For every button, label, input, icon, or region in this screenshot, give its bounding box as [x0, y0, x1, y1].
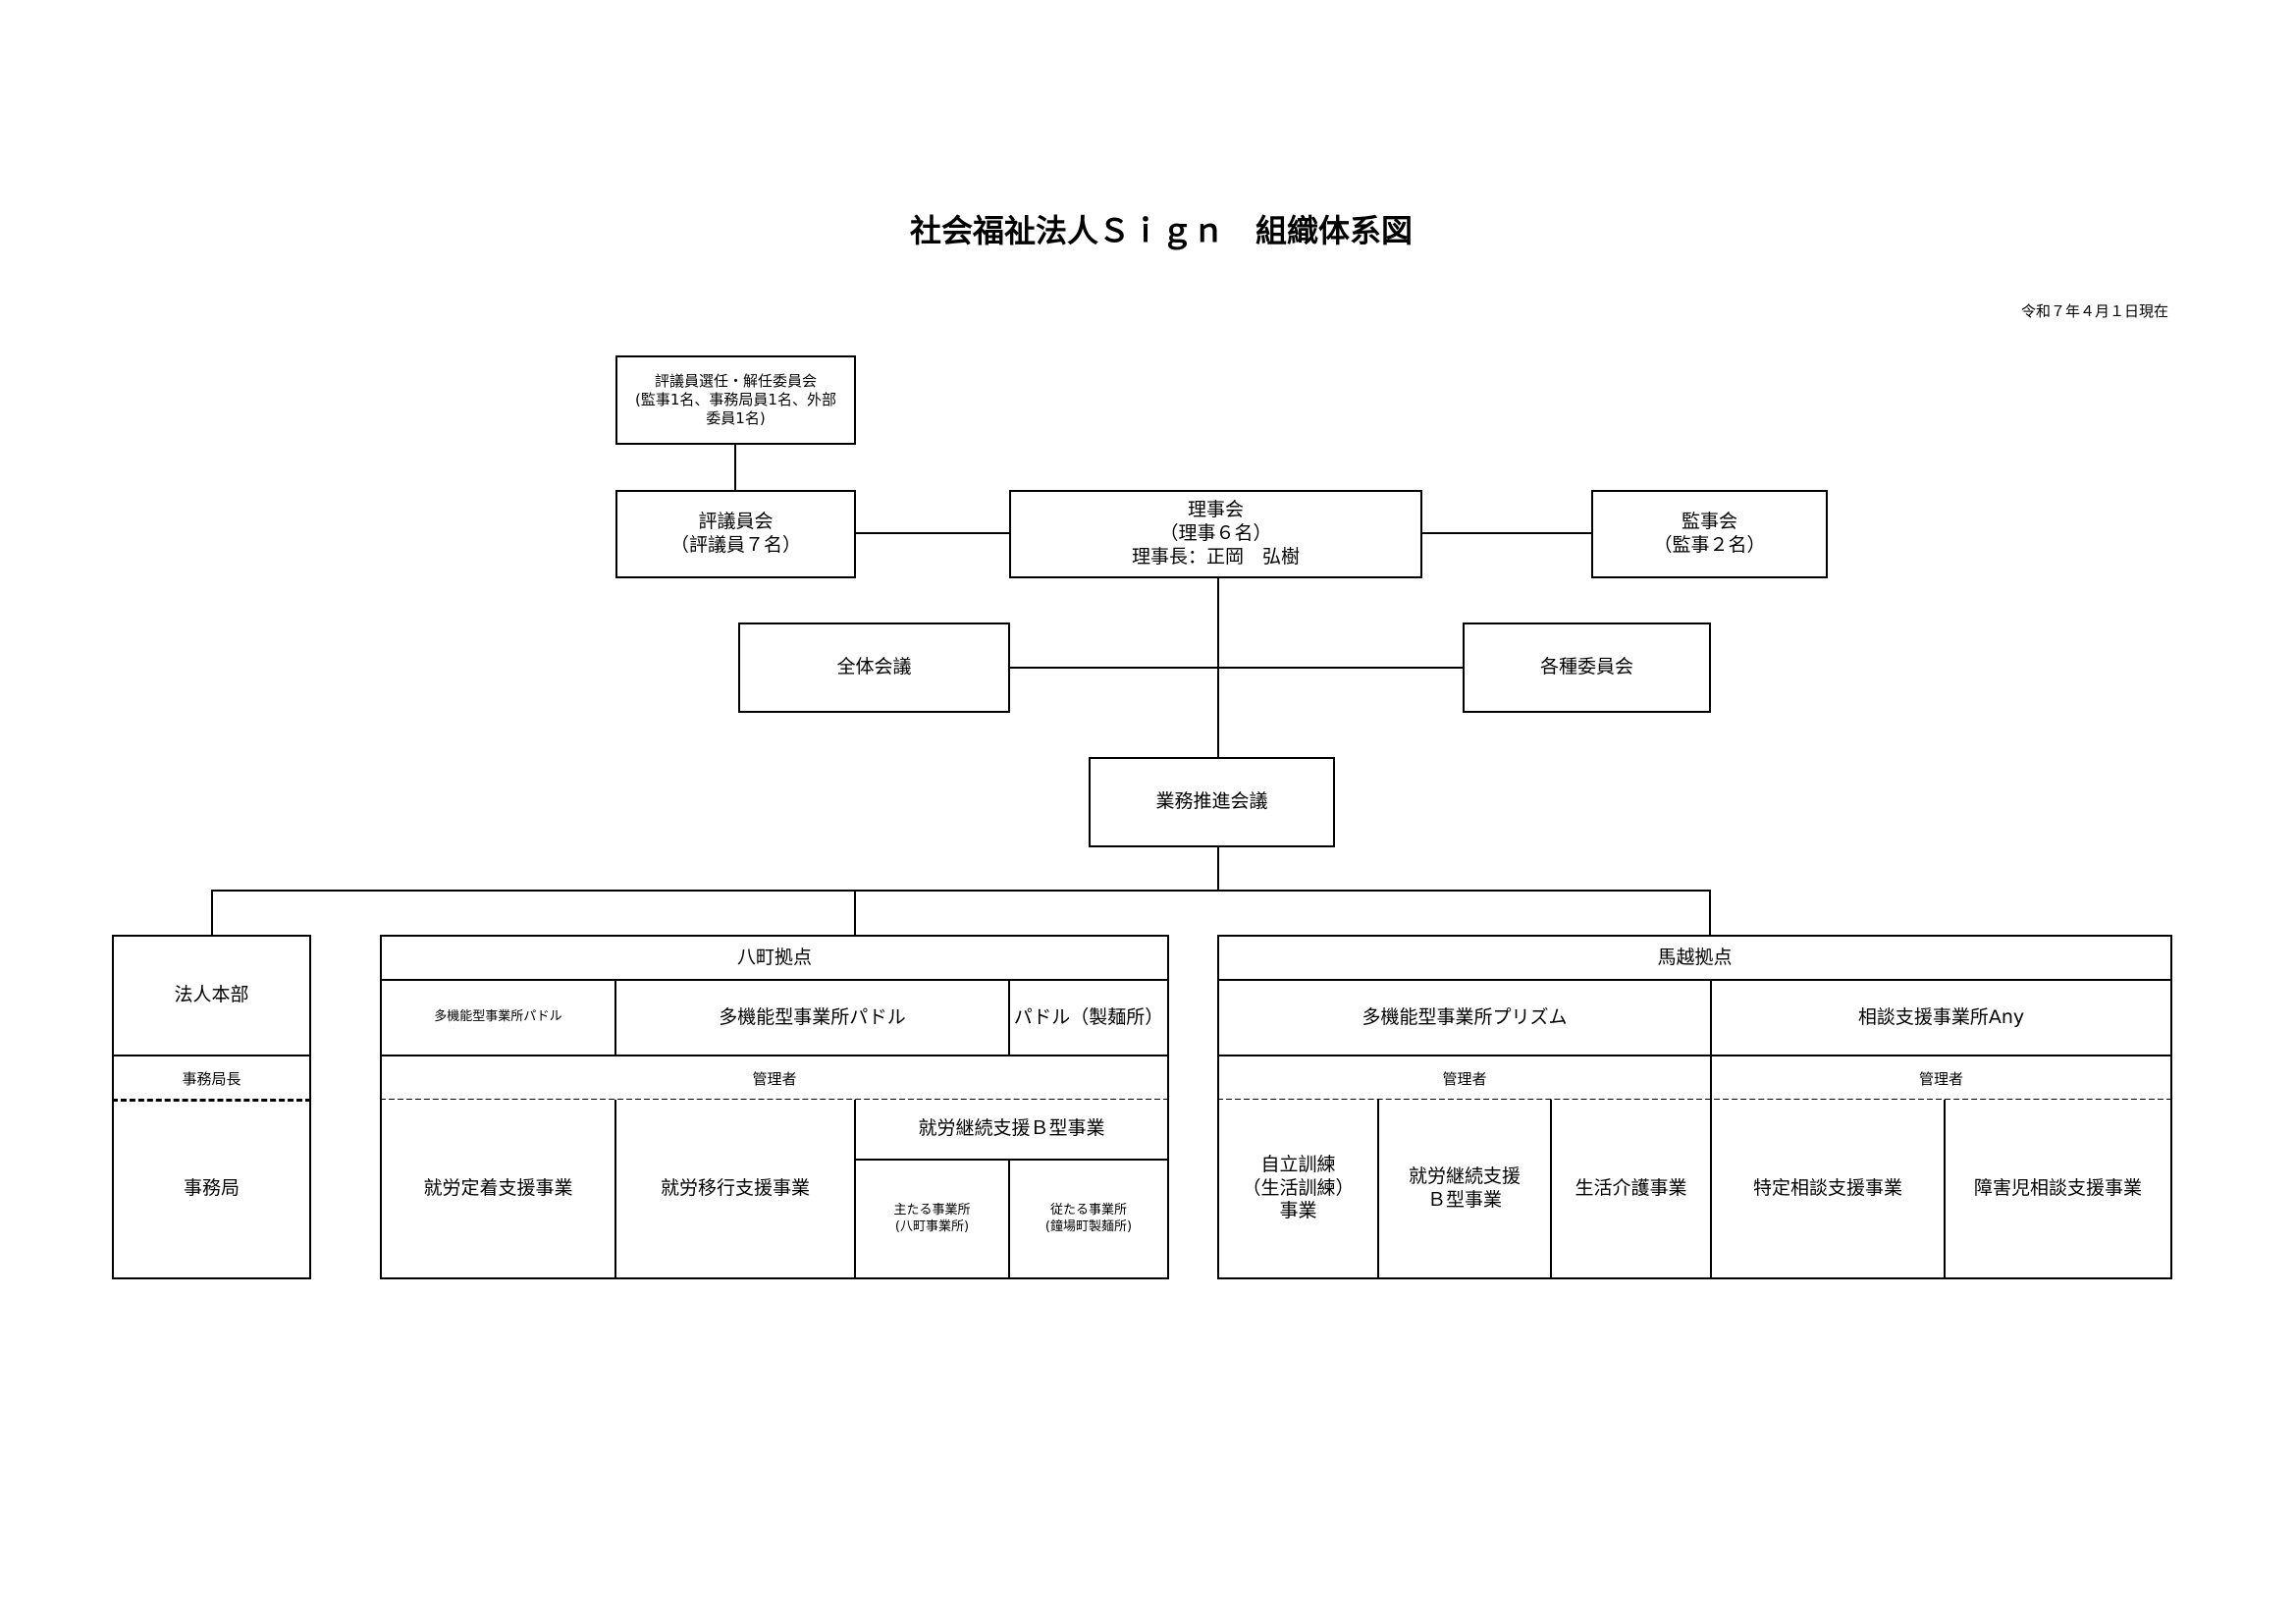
connector — [855, 532, 1010, 534]
hachimachi-manager: 管理者 — [380, 1055, 1169, 1102]
divider — [112, 1099, 311, 1102]
connector — [734, 444, 736, 491]
service-cell: 就労定着支援事業 — [380, 1100, 616, 1279]
office-label: 従たる事業所 (鐘場町製麺所) — [1044, 1203, 1133, 1234]
councillors-label: 評議員会 （評議員７名） — [669, 511, 801, 556]
manager-label: 管理者 — [752, 1069, 797, 1088]
service-cell: 自立訓練 （生活訓練） 事業 — [1217, 1100, 1379, 1279]
manager-label: 管理者 — [1918, 1069, 1963, 1088]
page-title: 社会福祉法人Ｓｉｇｎ 組織体系図 — [909, 212, 1413, 249]
committees-label: 各種委員会 — [1539, 656, 1633, 678]
facility-label: パドル（製麺所） — [1013, 1005, 1164, 1028]
hachimachi-noodle: パドル（製麺所） — [1008, 979, 1169, 1056]
service-label: 特定相談支援事業 — [1752, 1176, 1902, 1199]
hachimachi-header: 八町拠点 — [380, 935, 1169, 981]
magoshi-label: 馬越拠点 — [1657, 946, 1733, 968]
connector — [211, 890, 213, 936]
facility-label: 相談支援事業所Any — [1857, 1005, 2025, 1028]
hachimachi-facility-small: 多機能型事業所パドル — [380, 979, 616, 1056]
connector — [1009, 667, 1464, 669]
service-cell: 就労継続支援 Ｂ型事業 — [1377, 1100, 1552, 1279]
service-cell: 就労移行支援事業 — [614, 1100, 856, 1279]
service-label: 生活介護事業 — [1575, 1176, 1687, 1199]
board-box: 理事会 （理事６名） 理事長：正岡 弘樹 — [1009, 490, 1422, 578]
hq-label: 法人本部 — [174, 984, 249, 1006]
service-label: 障害児相談支援事業 — [1973, 1176, 2142, 1199]
sub-office-cell: 従たる事業所 (鐘場町製麺所) — [1008, 1159, 1169, 1279]
magoshi-manager1: 管理者 — [1217, 1055, 1712, 1102]
magoshi-facility2: 相談支援事業所Any — [1710, 979, 2172, 1056]
service-label: 就労継続支援Ｂ型事業 — [918, 1117, 1105, 1140]
service-cell: 障害児相談支援事業 — [1944, 1100, 2172, 1279]
service-label: 自立訓練 （生活訓練） 事業 — [1242, 1153, 1355, 1222]
auditors-box: 監事会 （監事２名） — [1591, 490, 1828, 578]
hachimachi-facility: 多機能型事業所パドル — [614, 979, 1010, 1056]
facility-label: 多機能型事業所パドル — [719, 1005, 906, 1028]
general-meeting-box: 全体会議 — [738, 623, 1010, 713]
connector — [1421, 532, 1592, 534]
hq-office-box: 事務局 — [112, 1100, 311, 1279]
hq-head-label: 事務局長 — [182, 1069, 241, 1088]
general-meeting-label: 全体会議 — [836, 656, 912, 678]
service-cell: 特定相談支援事業 — [1710, 1100, 1946, 1279]
service-cell: 就労継続支援Ｂ型事業 — [854, 1100, 1169, 1161]
magoshi-header: 馬越拠点 — [1217, 935, 2172, 981]
magoshi-manager2: 管理者 — [1710, 1055, 2172, 1102]
connector — [854, 890, 856, 936]
hq-box: 法人本部 — [112, 935, 311, 1056]
as-of-date: 令和７年４月１日現在 — [2020, 302, 2168, 320]
facility-label: 多機能型事業所パドル — [434, 1009, 562, 1025]
main-office-cell: 主たる事業所 (八町事業所) — [854, 1159, 1010, 1279]
business-meeting-label: 業務推進会議 — [1155, 790, 1268, 813]
auditors-label: 監事会 （監事２名） — [1653, 511, 1766, 556]
service-label: 就労継続支援 Ｂ型事業 — [1408, 1164, 1521, 1211]
selection-committee-box: 評議員選任・解任委員会 (監事1名、事務局員1名、外部 委員1名) — [615, 355, 856, 445]
hachimachi-label: 八町拠点 — [736, 946, 812, 968]
selection-committee-label: 評議員選任・解任委員会 (監事1名、事務局員1名、外部 委員1名) — [635, 372, 836, 427]
service-cell: 生活介護事業 — [1550, 1100, 1712, 1279]
manager-label: 管理者 — [1442, 1069, 1487, 1088]
magoshi-facility1: 多機能型事業所プリズム — [1217, 979, 1712, 1056]
board-label: 理事会 （理事６名） 理事長：正岡 弘樹 — [1131, 499, 1300, 568]
office-label: 主たる事業所 (八町事業所) — [893, 1203, 971, 1234]
connector — [1217, 846, 1219, 892]
committees-box: 各種委員会 — [1463, 623, 1711, 713]
service-label: 就労定着支援事業 — [423, 1176, 573, 1199]
business-meeting-box: 業務推進会議 — [1089, 757, 1335, 847]
service-label: 就労移行支援事業 — [660, 1176, 810, 1199]
hq-head-box: 事務局長 — [112, 1055, 311, 1102]
hq-office-label: 事務局 — [183, 1176, 240, 1199]
connector — [1709, 890, 1711, 936]
councillors-box: 評議員会 （評議員７名） — [615, 490, 856, 578]
facility-label: 多機能型事業所プリズム — [1362, 1005, 1568, 1028]
connector — [211, 890, 1711, 892]
